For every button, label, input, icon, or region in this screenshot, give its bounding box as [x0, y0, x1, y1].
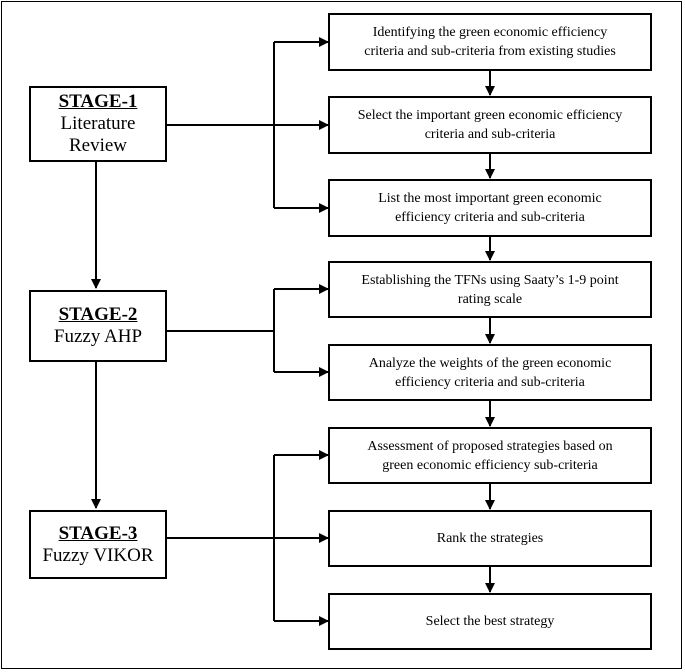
step-8-text: Select the best strategy [425, 614, 555, 629]
step-1-text: Identifying the green economic efficienc… [354, 23, 626, 61]
stage-1-box: STAGE-1 Literature Review [29, 86, 167, 162]
step-5-line2: efficiency criteria and sub-criteria [395, 374, 585, 390]
step-2-box: Select the important green economic effi… [328, 96, 652, 154]
step-3-line2: efficiency criteria and sub-criteria [395, 210, 585, 225]
step-1-line2: criteria and sub-criteria from existing … [364, 44, 616, 59]
step-8-box: Select the best strategy [328, 593, 652, 650]
step-4-line1: Establishing the TFNs using Saaty’s 1-9 … [361, 272, 619, 288]
step-2-text: Select the important green economic effi… [348, 106, 632, 144]
step-7-box: Rank the strategies [328, 510, 652, 567]
step-1-line1: Identifying the green economic efficienc… [372, 25, 608, 40]
stage-3-title: STAGE-3 [58, 522, 138, 544]
stage-1-label-line2: Review [68, 135, 128, 156]
stage-3-label: Fuzzy VIKOR [42, 544, 154, 566]
stage-2-title: STAGE-2 [58, 304, 138, 325]
step-6-text: Assessment of proposed strategies based … [357, 437, 622, 475]
step-4-text: Establishing the TFNs using Saaty’s 1-9 … [351, 271, 628, 309]
step-3-line1: List the most important green economic [378, 191, 602, 206]
step-3-box: List the most important green economic e… [328, 179, 652, 237]
step-2-line1: Select the important green economic effi… [357, 108, 623, 123]
step-1-box: Identifying the green economic efficienc… [328, 13, 652, 71]
step-6-line2: green economic efficiency sub-criteria [382, 457, 598, 473]
stage-2-box: STAGE-2 Fuzzy AHP [29, 290, 167, 362]
stage-1-label-line1: Literature [60, 113, 136, 134]
stage-2-label: Fuzzy AHP [53, 326, 143, 347]
stage-3-box: STAGE-3 Fuzzy VIKOR [29, 510, 167, 579]
step-6-box: Assessment of proposed strategies based … [328, 427, 652, 484]
step-5-box: Analyze the weights of the green economi… [328, 344, 652, 401]
step-4-box: Establishing the TFNs using Saaty’s 1-9 … [328, 261, 652, 318]
step-6-line1: Assessment of proposed strategies based … [367, 438, 613, 454]
step-4-line2: rating scale [457, 291, 523, 307]
step-5-line1: Analyze the weights of the green economi… [368, 355, 612, 371]
step-2-line2: criteria and sub-criteria [424, 127, 556, 142]
step-5-text: Analyze the weights of the green economi… [359, 354, 622, 392]
step-3-text: List the most important green economic e… [368, 189, 612, 227]
step-7-text: Rank the strategies [436, 531, 544, 546]
stage-1-title: STAGE-1 [58, 91, 138, 112]
